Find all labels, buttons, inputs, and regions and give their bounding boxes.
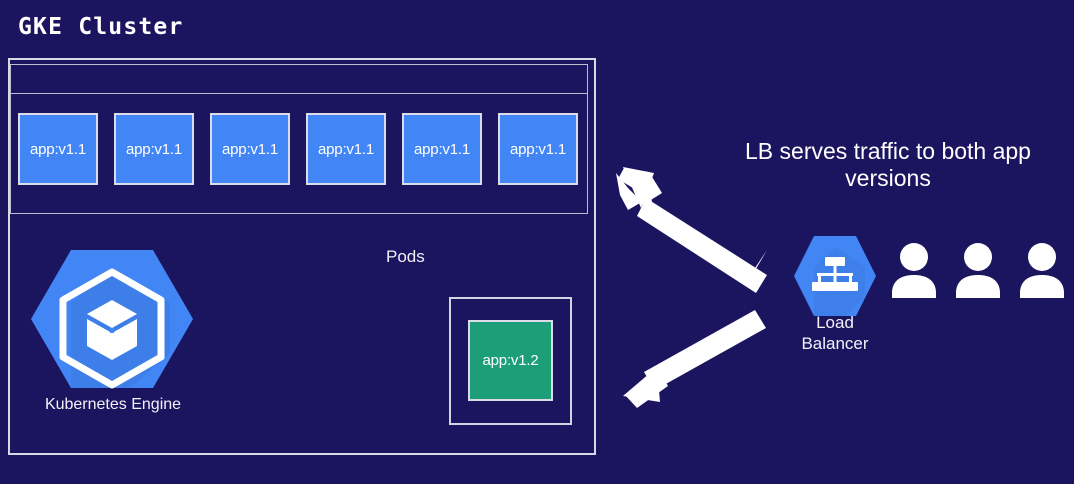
pod-row: app:v1.1 app:v1.1 app:v1.1 app:v1.1 app:… bbox=[18, 113, 583, 185]
arrow-lb-to-pods bbox=[616, 167, 767, 293]
arrow-lb-to-canary-pod bbox=[623, 310, 766, 408]
user-icon bbox=[892, 243, 936, 298]
canary-pod-container bbox=[449, 297, 572, 425]
kubernetes-engine-icon bbox=[31, 250, 193, 389]
page-title: GKE Cluster bbox=[18, 14, 184, 40]
user-icon bbox=[956, 243, 1000, 298]
pods-caption: Pods bbox=[386, 247, 425, 266]
users-group bbox=[890, 242, 1066, 298]
pod-box[interactable]: app:v1.1 bbox=[18, 113, 98, 185]
gke-cluster-boundary bbox=[8, 58, 596, 455]
pod-box[interactable]: app:v1.1 bbox=[114, 113, 194, 185]
node-pool-divider bbox=[10, 93, 588, 94]
node-pool-band bbox=[10, 64, 588, 214]
lb-annotation-line2: versions bbox=[845, 165, 931, 192]
kubernetes-engine-label: Kubernetes Engine bbox=[44, 396, 182, 413]
lb-annotation: LB serves traffic to both app versions bbox=[712, 138, 1064, 192]
lb-annotation-line1: LB serves traffic to both app bbox=[745, 138, 1031, 164]
pod-box[interactable]: app:v1.1 bbox=[402, 113, 482, 185]
pod-box[interactable]: app:v1.1 bbox=[498, 113, 578, 185]
user-icon bbox=[1020, 243, 1064, 298]
load-balancer-label-line1: Load bbox=[816, 313, 854, 332]
pod-box[interactable]: app:v1.1 bbox=[210, 113, 290, 185]
load-balancer-label: Load Balancer bbox=[770, 312, 900, 355]
load-balancer-icon bbox=[794, 236, 876, 316]
load-balancer-label-line2: Balancer bbox=[801, 334, 869, 354]
canary-pod-box[interactable]: app:v1.2 bbox=[468, 320, 553, 401]
pod-box[interactable]: app:v1.1 bbox=[306, 113, 386, 185]
